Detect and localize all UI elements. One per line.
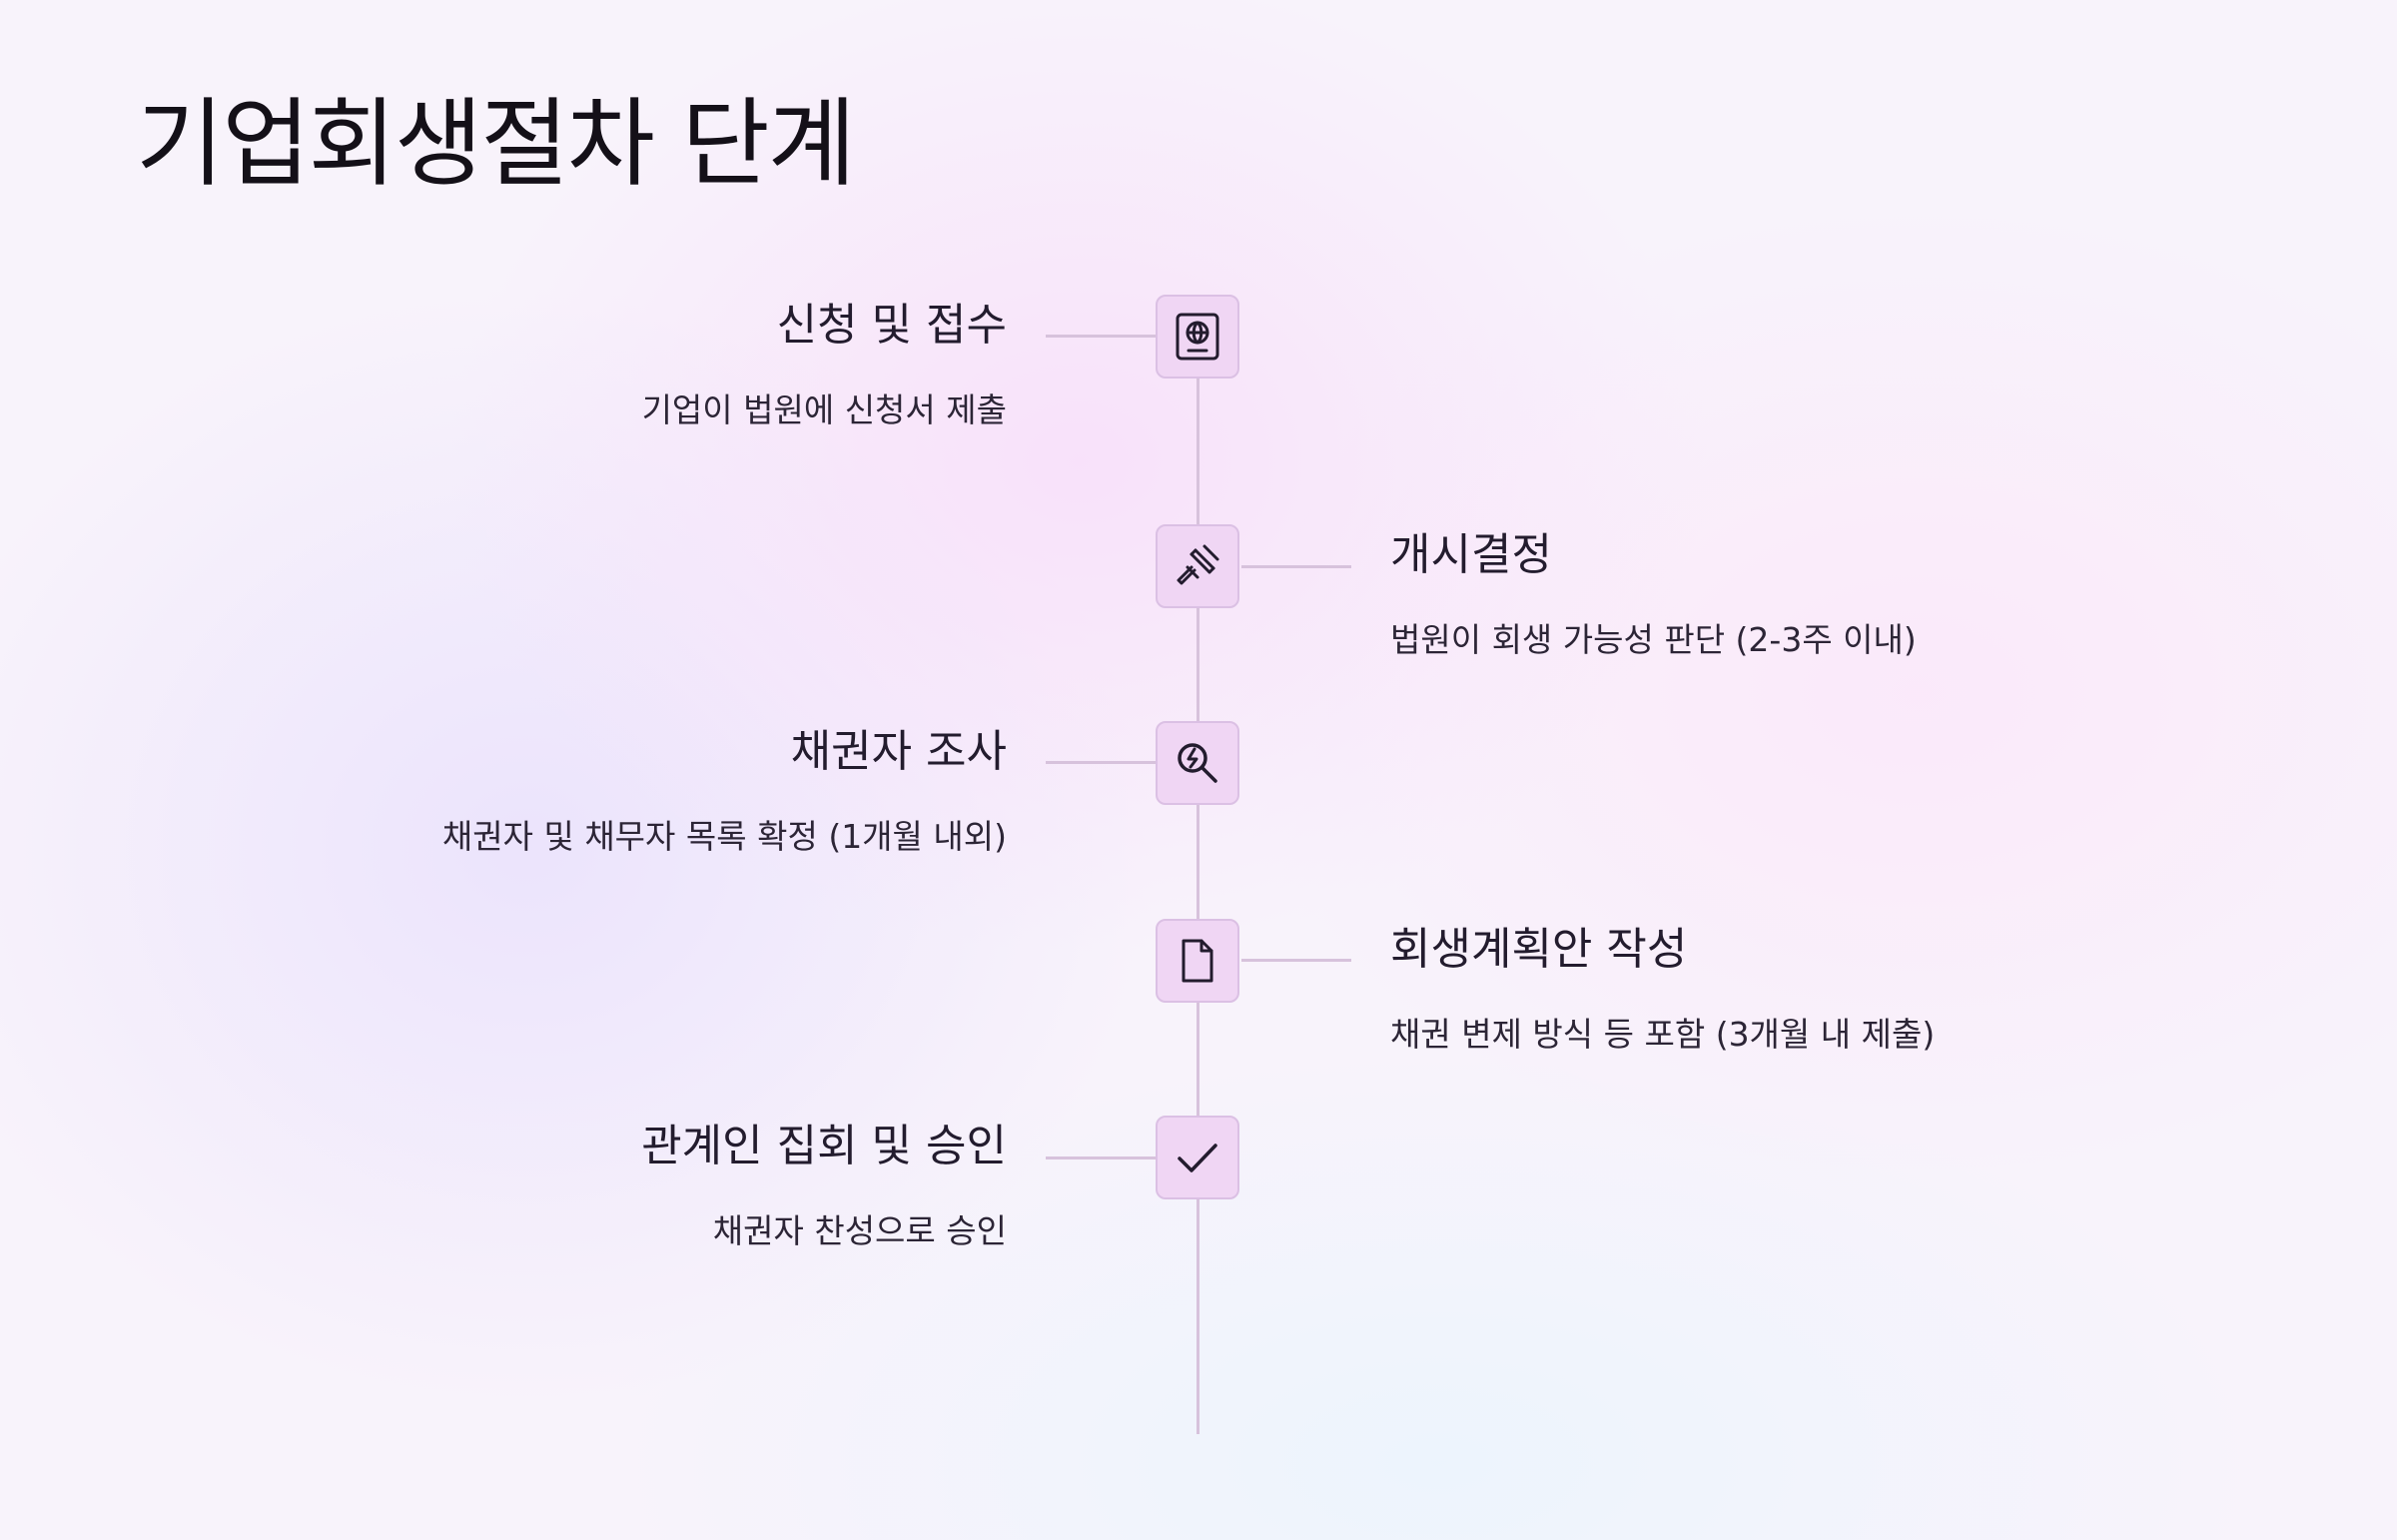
page-title: 기업회생절차 단계 — [136, 88, 856, 200]
step-description: 기업이 법원에 신청서 제출 — [641, 390, 1007, 429]
document-icon — [1182, 939, 1213, 983]
step-connector — [1046, 335, 1156, 338]
step-icon-box — [1156, 295, 1239, 379]
step-description: 법원이 회생 가능성 판단 (2-3주 이내) — [1390, 620, 1917, 659]
step-connector — [1046, 1156, 1156, 1159]
search-bolt-icon — [1178, 743, 1217, 783]
step-title: 신청 및 접수 — [776, 300, 1007, 351]
step-description: 채권자 및 채무자 목록 확정 (1개월 내외) — [441, 817, 1007, 856]
step-description: 채권자 찬성으로 승인 — [712, 1211, 1007, 1250]
step-icon-box — [1156, 919, 1239, 1003]
step-title: 개시결정 — [1390, 529, 1552, 580]
step-connector — [1241, 565, 1351, 568]
step-title: 채권자 조사 — [790, 726, 1007, 777]
timeline-axis-line — [1197, 378, 1199, 1434]
step-icon-box — [1156, 1116, 1239, 1199]
step-icon-box — [1156, 721, 1239, 805]
passport-icon — [1176, 313, 1219, 361]
step-title: 회생계획안 작성 — [1390, 924, 1688, 975]
step-icon-box — [1156, 524, 1239, 608]
check-icon — [1178, 1144, 1217, 1172]
step-connector — [1046, 761, 1156, 764]
step-description: 채권 변제 방식 등 포함 (3개월 내 제출) — [1390, 1015, 1936, 1054]
step-title: 관계인 집회 및 승인 — [641, 1121, 1007, 1171]
step-connector — [1241, 959, 1351, 962]
gavel-icon — [1177, 544, 1219, 585]
